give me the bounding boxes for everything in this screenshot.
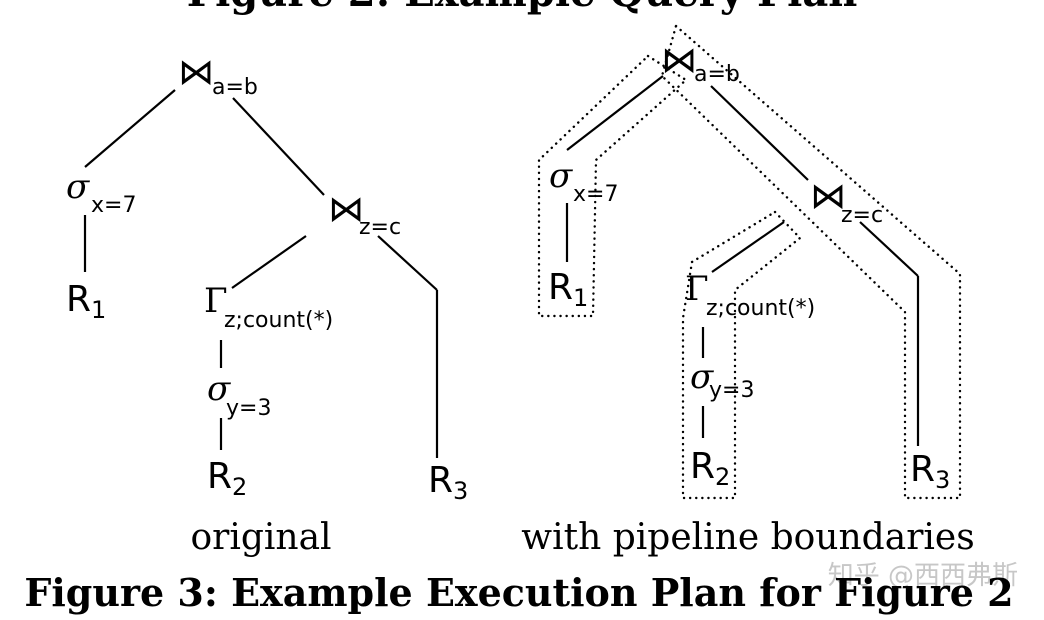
tree-original: ⋈ a=b σ x=7 ⋈ z=c R 1 Γ z;count(*) σ y=3… bbox=[66, 52, 468, 558]
caption-original: original bbox=[190, 517, 331, 558]
edge-root-sigmax bbox=[84, 89, 176, 168]
edge-joinzc-gamma bbox=[711, 221, 785, 273]
relation-name: R bbox=[910, 449, 935, 490]
gamma-condition: z;count(*) bbox=[224, 308, 333, 333]
relation-name: R bbox=[207, 456, 232, 497]
node-join-zc: ⋈ z=c bbox=[328, 189, 401, 240]
sigma-condition: x=7 bbox=[573, 182, 618, 207]
node-r1: R 1 bbox=[66, 279, 106, 324]
gamma-symbol: Γ bbox=[685, 269, 709, 309]
node-r3: R 3 bbox=[428, 460, 468, 505]
figure-caption: Figure 3: Example Execution Plan for Fig… bbox=[24, 570, 1013, 615]
watermark: 知乎 @西西弗斯 bbox=[828, 561, 1018, 591]
relation-index: 1 bbox=[91, 296, 106, 324]
node-r1: R 1 bbox=[548, 267, 588, 312]
node-sigma-y: σ y=3 bbox=[690, 357, 754, 403]
relation-name: R bbox=[548, 267, 573, 308]
join-condition: a=b bbox=[212, 75, 258, 100]
node-join-ab: ⋈ a=b bbox=[661, 40, 740, 87]
join-condition: z=c bbox=[359, 215, 401, 240]
sigma-symbol: σ bbox=[549, 156, 573, 196]
node-r2: R 2 bbox=[207, 456, 247, 501]
join-condition: a=b bbox=[694, 62, 740, 87]
join-condition: z=c bbox=[841, 203, 883, 228]
sigma-symbol: σ bbox=[690, 357, 714, 397]
node-sigma-x: σ x=7 bbox=[549, 156, 618, 207]
node-sigma-x: σ x=7 bbox=[66, 167, 136, 218]
relation-index: 3 bbox=[453, 477, 468, 505]
sigma-symbol: σ bbox=[66, 167, 90, 207]
tree-pipelined: ⋈ a=b σ x=7 ⋈ z=c R 1 Γ z;count(*) σ y=3… bbox=[521, 23, 975, 558]
edge-root-sigmax bbox=[566, 75, 664, 151]
relation-index: 2 bbox=[715, 463, 730, 491]
relation-name: R bbox=[428, 460, 453, 501]
edge-joinzc-r3 bbox=[377, 235, 438, 291]
edge-root-joinzc bbox=[232, 97, 325, 196]
node-sigma-y: σ y=3 bbox=[207, 369, 271, 421]
join-symbol: ⋈ bbox=[810, 176, 846, 217]
gamma-condition: z;count(*) bbox=[706, 296, 815, 321]
join-symbol: ⋈ bbox=[178, 52, 214, 93]
join-symbol: ⋈ bbox=[328, 189, 364, 230]
node-join-zc: ⋈ z=c bbox=[810, 176, 883, 228]
pipeline-boundary-r1 bbox=[537, 54, 688, 318]
edge-root-joinzc bbox=[710, 85, 809, 181]
relation-index: 3 bbox=[935, 466, 950, 494]
node-gamma: Γ z;count(*) bbox=[685, 269, 815, 321]
sigma-condition: y=3 bbox=[709, 378, 754, 403]
caption-pipelined: with pipeline boundaries bbox=[521, 517, 974, 558]
relation-index: 2 bbox=[232, 473, 247, 501]
gamma-symbol: Γ bbox=[204, 281, 228, 321]
relation-name: R bbox=[66, 279, 91, 320]
edge-joinzc-r3 bbox=[859, 221, 919, 277]
edge-joinzc-gamma bbox=[231, 235, 307, 289]
sigma-condition: x=7 bbox=[91, 193, 136, 218]
node-gamma: Γ z;count(*) bbox=[204, 281, 333, 333]
node-r2: R 2 bbox=[690, 446, 730, 491]
sigma-condition: y=3 bbox=[226, 396, 271, 421]
relation-index: 1 bbox=[573, 284, 588, 312]
pipeline-boundary-r2 bbox=[681, 210, 802, 500]
node-r3: R 3 bbox=[910, 449, 950, 494]
sigma-symbol: σ bbox=[207, 369, 231, 409]
header-partial: Figure 2: Example Query Plan bbox=[187, 0, 858, 16]
node-join-ab: ⋈ a=b bbox=[178, 52, 258, 100]
pipeline-boundary-r3 bbox=[660, 23, 962, 500]
join-symbol: ⋈ bbox=[661, 40, 697, 81]
relation-name: R bbox=[690, 446, 715, 487]
